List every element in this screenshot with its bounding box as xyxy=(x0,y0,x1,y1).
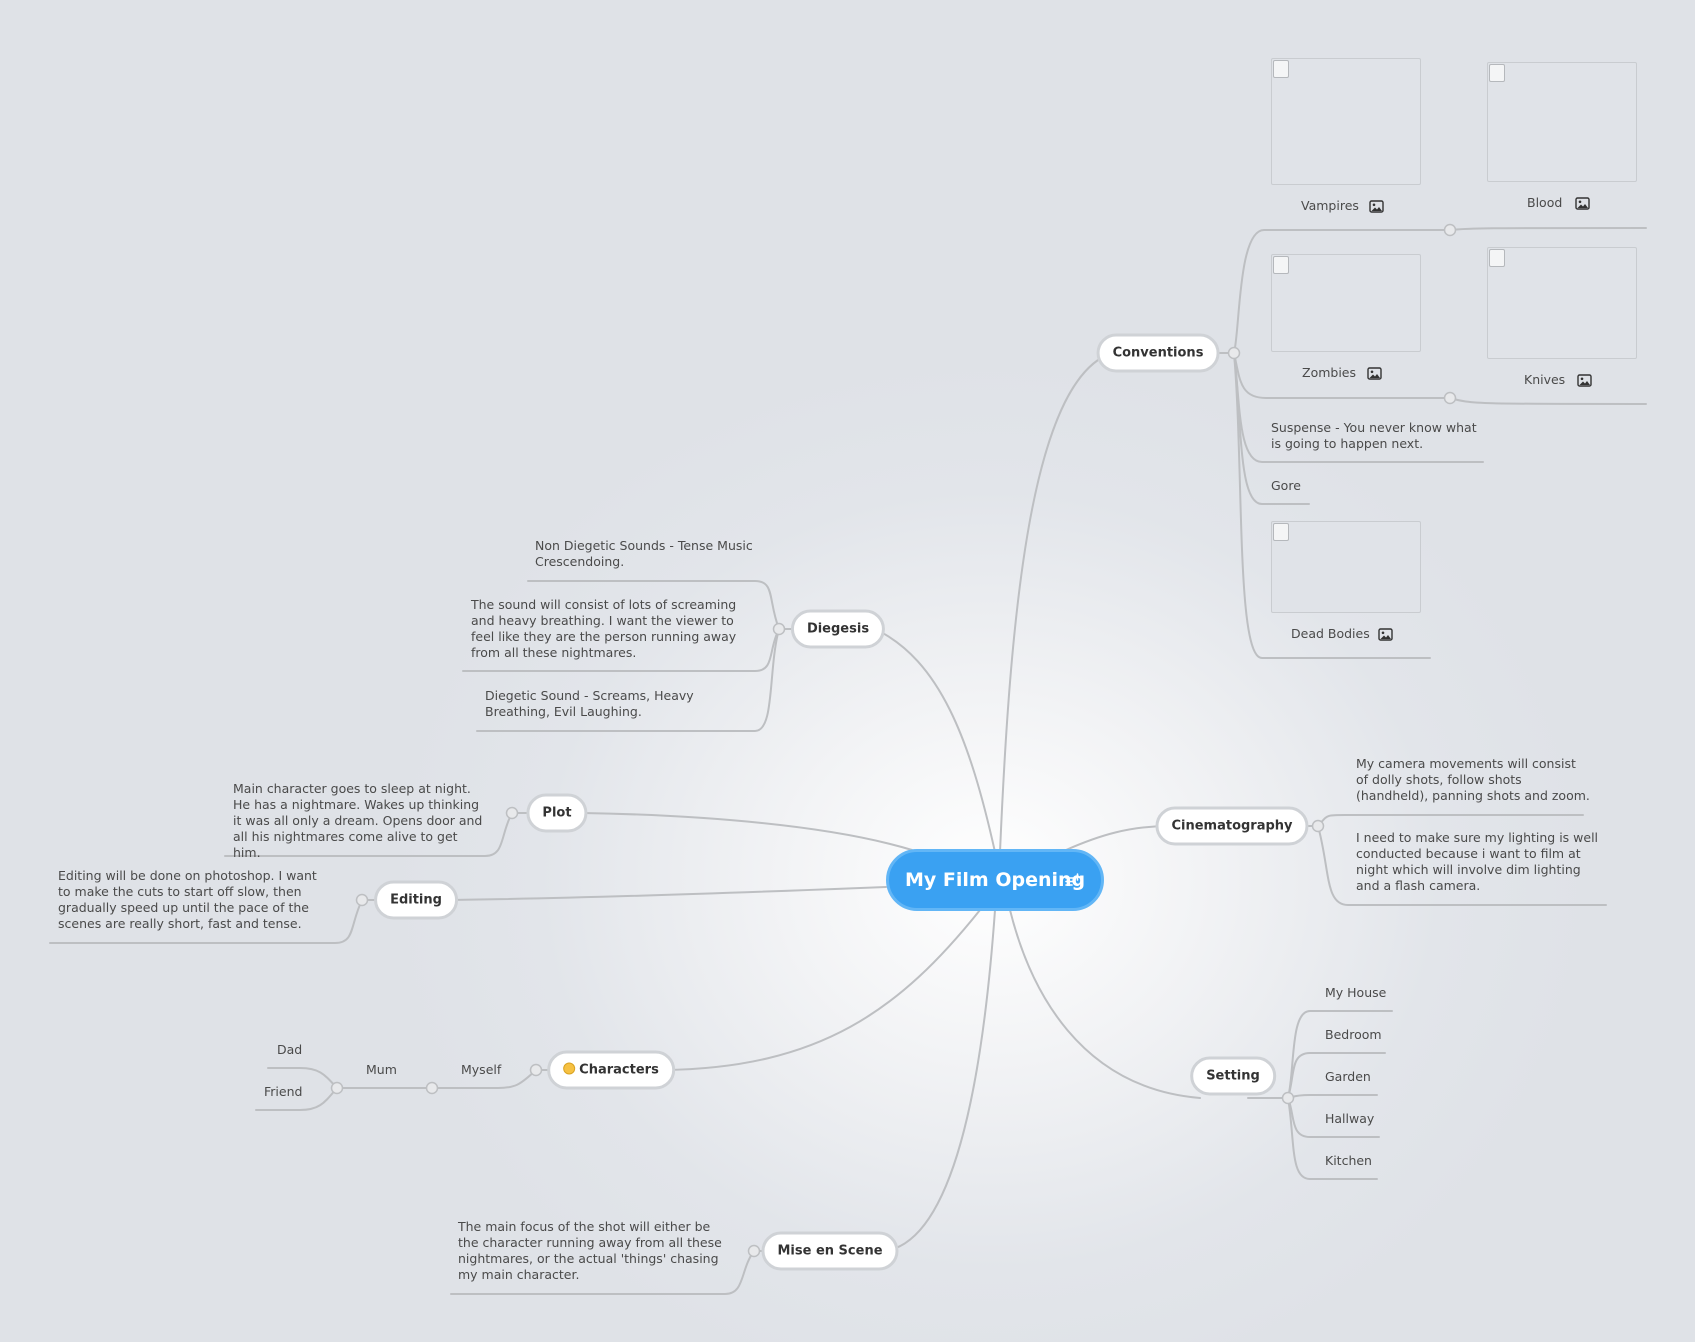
link-cinematography xyxy=(1065,825,1171,851)
branch-diegesis[interactable]: Diegesis xyxy=(790,609,886,649)
suspense-node[interactable]: Suspense - You never know what is going … xyxy=(1271,420,1477,451)
branch-plot[interactable]: Plot xyxy=(526,793,588,833)
lighting-node[interactable]: I need to make sure my lighting is well … xyxy=(1356,830,1599,893)
dead-bodies-label[interactable]: Dead Bodies xyxy=(1291,626,1370,641)
link-plot xyxy=(582,812,913,851)
link-setting xyxy=(1009,909,1201,1099)
gore-node[interactable]: Gore xyxy=(1271,478,1301,493)
collapse-handle-plot xyxy=(505,806,519,820)
smiley-face-icon xyxy=(563,1062,576,1075)
collapse-handle-diegesis xyxy=(772,622,786,636)
collapse-handle-characters xyxy=(529,1063,543,1077)
note-add-icon[interactable] xyxy=(1065,872,1081,888)
branch-setting[interactable]: Setting xyxy=(1190,1056,1276,1096)
mise-text-node[interactable]: The main focus of the shot will either b… xyxy=(458,1219,722,1282)
central-topic-title: My Film Opening xyxy=(905,869,1086,891)
setting-item[interactable]: My House xyxy=(1325,985,1387,1000)
image-icon[interactable] xyxy=(1577,374,1592,387)
editing-text-node[interactable]: Editing will be done on photoshop. I wan… xyxy=(58,868,317,931)
zombies-label[interactable]: Zombies xyxy=(1302,365,1356,380)
image-placeholder-vampires[interactable] xyxy=(1271,58,1421,185)
image-placeholder-blood[interactable] xyxy=(1487,62,1637,182)
diegetic-node[interactable]: Diegetic Sound - Screams, Heavy Breathin… xyxy=(485,688,694,719)
image-placeholder-knives[interactable] xyxy=(1487,247,1637,359)
image-placeholder-zombies[interactable] xyxy=(1271,254,1421,352)
collapse-handle-cinematography xyxy=(1311,819,1325,833)
mum-node[interactable]: Mum xyxy=(366,1062,397,1077)
knives-label[interactable]: Knives xyxy=(1524,372,1566,387)
image-icon[interactable] xyxy=(1367,367,1382,380)
blood-label[interactable]: Blood xyxy=(1527,195,1563,210)
setting-item[interactable]: Bedroom xyxy=(1325,1027,1382,1042)
link-editing xyxy=(449,886,887,901)
sound-node[interactable]: The sound will consist of lots of scream… xyxy=(471,597,737,660)
image-icon[interactable] xyxy=(1369,200,1384,213)
vampires-label[interactable]: Vampires xyxy=(1301,198,1359,213)
setting-item[interactable]: Hallway xyxy=(1325,1111,1375,1126)
plot-text-node[interactable]: Main character goes to sleep at night. H… xyxy=(233,781,483,860)
link-diegesis xyxy=(874,628,996,853)
collapse-handle-setting xyxy=(1281,1091,1295,1105)
branch-mise-en-scene[interactable]: Mise en Scene xyxy=(761,1231,899,1271)
collapse-handle-conventions xyxy=(1227,346,1241,360)
branch-cinematography[interactable]: Cinematography xyxy=(1155,806,1309,846)
image-icon[interactable] xyxy=(1575,197,1590,210)
dad-node[interactable]: Dad xyxy=(277,1042,303,1057)
image-icon[interactable] xyxy=(1378,628,1393,641)
friend-node[interactable]: Friend xyxy=(264,1084,303,1099)
central-topic[interactable]: My Film Opening xyxy=(886,849,1104,911)
link-mise xyxy=(884,909,996,1252)
branch-editing[interactable]: Editing xyxy=(374,880,458,920)
branch-characters[interactable]: Characters xyxy=(547,1050,675,1090)
setting-item[interactable]: Kitchen xyxy=(1325,1153,1372,1168)
branch-conventions[interactable]: Conventions xyxy=(1096,333,1220,373)
link-conventions xyxy=(999,352,1113,853)
collapse-handle-editing xyxy=(355,893,369,907)
camera-node[interactable]: My camera movements will consist of doll… xyxy=(1356,756,1590,803)
collapse-handle-mise xyxy=(747,1244,761,1258)
myself-node[interactable]: Myself xyxy=(461,1062,502,1077)
setting-item[interactable]: Garden xyxy=(1325,1069,1371,1084)
non-diegetic-node[interactable]: Non Diegetic Sounds - Tense Music Cresce… xyxy=(535,538,753,569)
link-characters xyxy=(663,909,981,1071)
image-placeholder-dead-bodies[interactable] xyxy=(1271,521,1421,613)
branch-characters-label: Characters xyxy=(579,1062,659,1078)
